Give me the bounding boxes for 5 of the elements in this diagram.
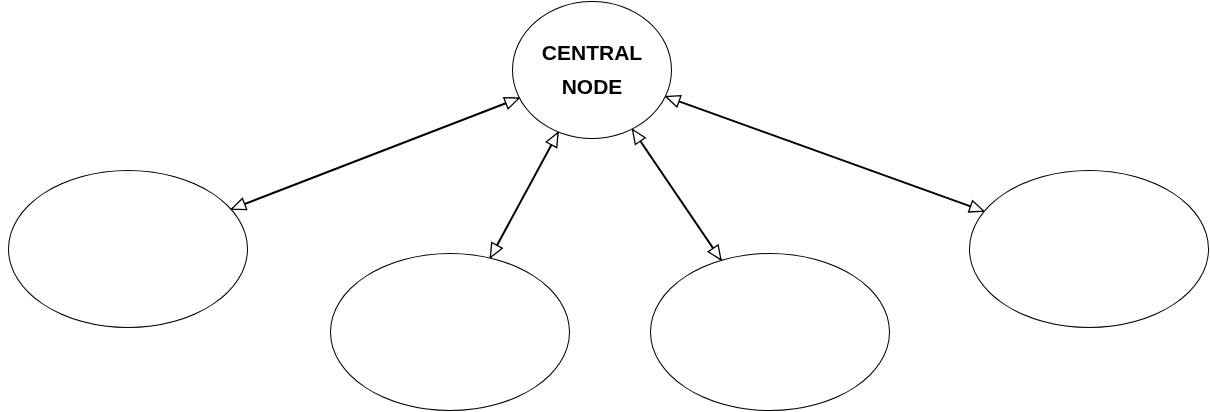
double-headed-arrow bbox=[489, 131, 560, 259]
double-headed-arrow bbox=[664, 95, 985, 213]
node-label: CENTRAL NODE bbox=[540, 40, 644, 100]
double-headed-arrow bbox=[631, 128, 722, 261]
double-headed-arrow bbox=[230, 96, 520, 211]
